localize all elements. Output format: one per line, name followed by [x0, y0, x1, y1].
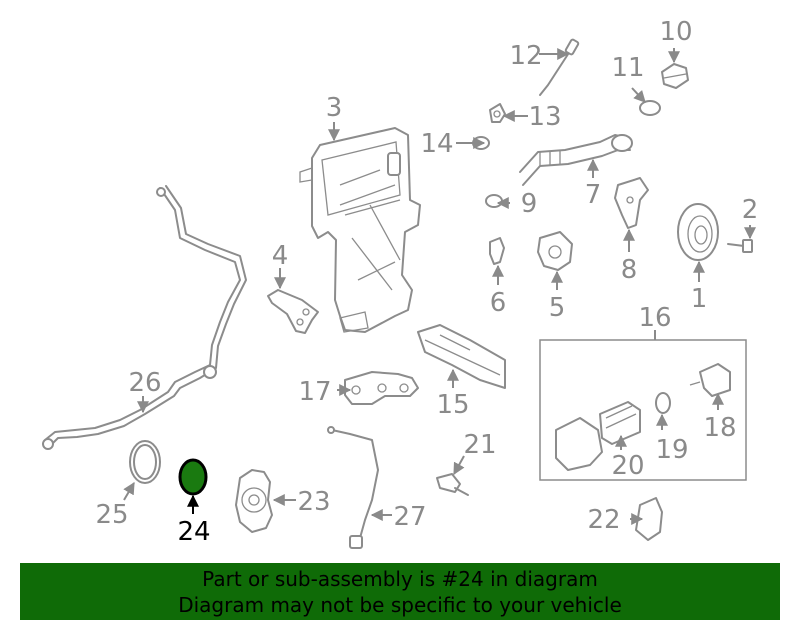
part-1-pulley[interactable] — [677, 203, 719, 261]
label-12: 12 — [509, 41, 542, 71]
part-8-bracket[interactable] — [614, 177, 649, 229]
part-5-housing[interactable] — [537, 231, 573, 271]
label-25: 25 — [95, 500, 128, 530]
label-21: 21 — [463, 430, 496, 460]
leader-lines — [123, 48, 756, 525]
label-4: 4 — [272, 241, 289, 271]
part-27-sensor-wire[interactable] — [327, 426, 379, 549]
label-10: 10 — [659, 17, 692, 47]
label-17: 17 — [298, 377, 331, 407]
label-5: 5 — [549, 293, 566, 323]
part-11-seal[interactable] — [639, 100, 661, 116]
part-4-bracket[interactable] — [267, 289, 319, 334]
part-18-filter-cap[interactable] — [689, 363, 731, 397]
part-12-dipstick[interactable] — [539, 38, 580, 96]
label-20: 20 — [611, 451, 644, 481]
label-23: 23 — [297, 487, 330, 517]
part-19-o-ring[interactable] — [655, 392, 671, 414]
banner-line-1: Part or sub-assembly is #24 in diagram — [202, 567, 598, 591]
parts-diagram: 3 4 12 13 14 10 11 7 9 8 2 1 6 5 16 17 1… — [42, 17, 758, 549]
part-9-o-ring[interactable] — [485, 194, 503, 208]
part-17-gasket[interactable] — [344, 371, 419, 405]
label-22: 22 — [587, 505, 620, 535]
label-13: 13 — [528, 102, 561, 132]
label-27: 27 — [393, 502, 426, 532]
part-10-cap[interactable] — [661, 63, 689, 89]
label-11: 11 — [611, 53, 644, 83]
part-15-cover[interactable] — [417, 324, 506, 389]
part-16-filter-assembly-box[interactable] — [539, 339, 747, 481]
label-3: 3 — [326, 93, 343, 123]
part-23-pump[interactable] — [235, 469, 273, 533]
label-26: 26 — [128, 368, 161, 398]
part-21-sensor[interactable] — [436, 473, 469, 496]
part-7-hose[interactable] — [519, 134, 633, 186]
label-24-highlighted: 24 — [177, 517, 210, 547]
info-banner: Part or sub-assembly is #24 in diagram D… — [20, 563, 780, 620]
part-13-fitting[interactable] — [489, 103, 506, 123]
label-18: 18 — [703, 413, 736, 443]
label-9: 9 — [521, 189, 538, 219]
part-3-oil-tank[interactable] — [299, 127, 421, 333]
part-26-oil-line[interactable] — [42, 185, 247, 450]
part-20-filter[interactable] — [555, 401, 641, 471]
label-7: 7 — [585, 180, 602, 210]
part-24-gasket-highlighted[interactable] — [178, 458, 208, 496]
part-2-bolt[interactable] — [727, 239, 753, 253]
label-14: 14 — [420, 129, 453, 159]
label-6: 6 — [490, 288, 507, 318]
label-1: 1 — [691, 284, 708, 314]
part-6-clip[interactable] — [489, 237, 505, 265]
part-22-fitting[interactable] — [635, 497, 663, 541]
label-2: 2 — [742, 195, 759, 225]
label-19: 19 — [655, 435, 688, 465]
label-16: 16 — [638, 303, 671, 333]
label-8: 8 — [621, 255, 638, 285]
label-15: 15 — [436, 390, 469, 420]
callout-labels: 3 4 12 13 14 10 11 7 9 8 2 1 6 5 16 17 1… — [95, 17, 758, 547]
banner-line-2: Diagram may not be specific to your vehi… — [178, 593, 622, 617]
part-25-o-ring[interactable] — [129, 440, 161, 484]
